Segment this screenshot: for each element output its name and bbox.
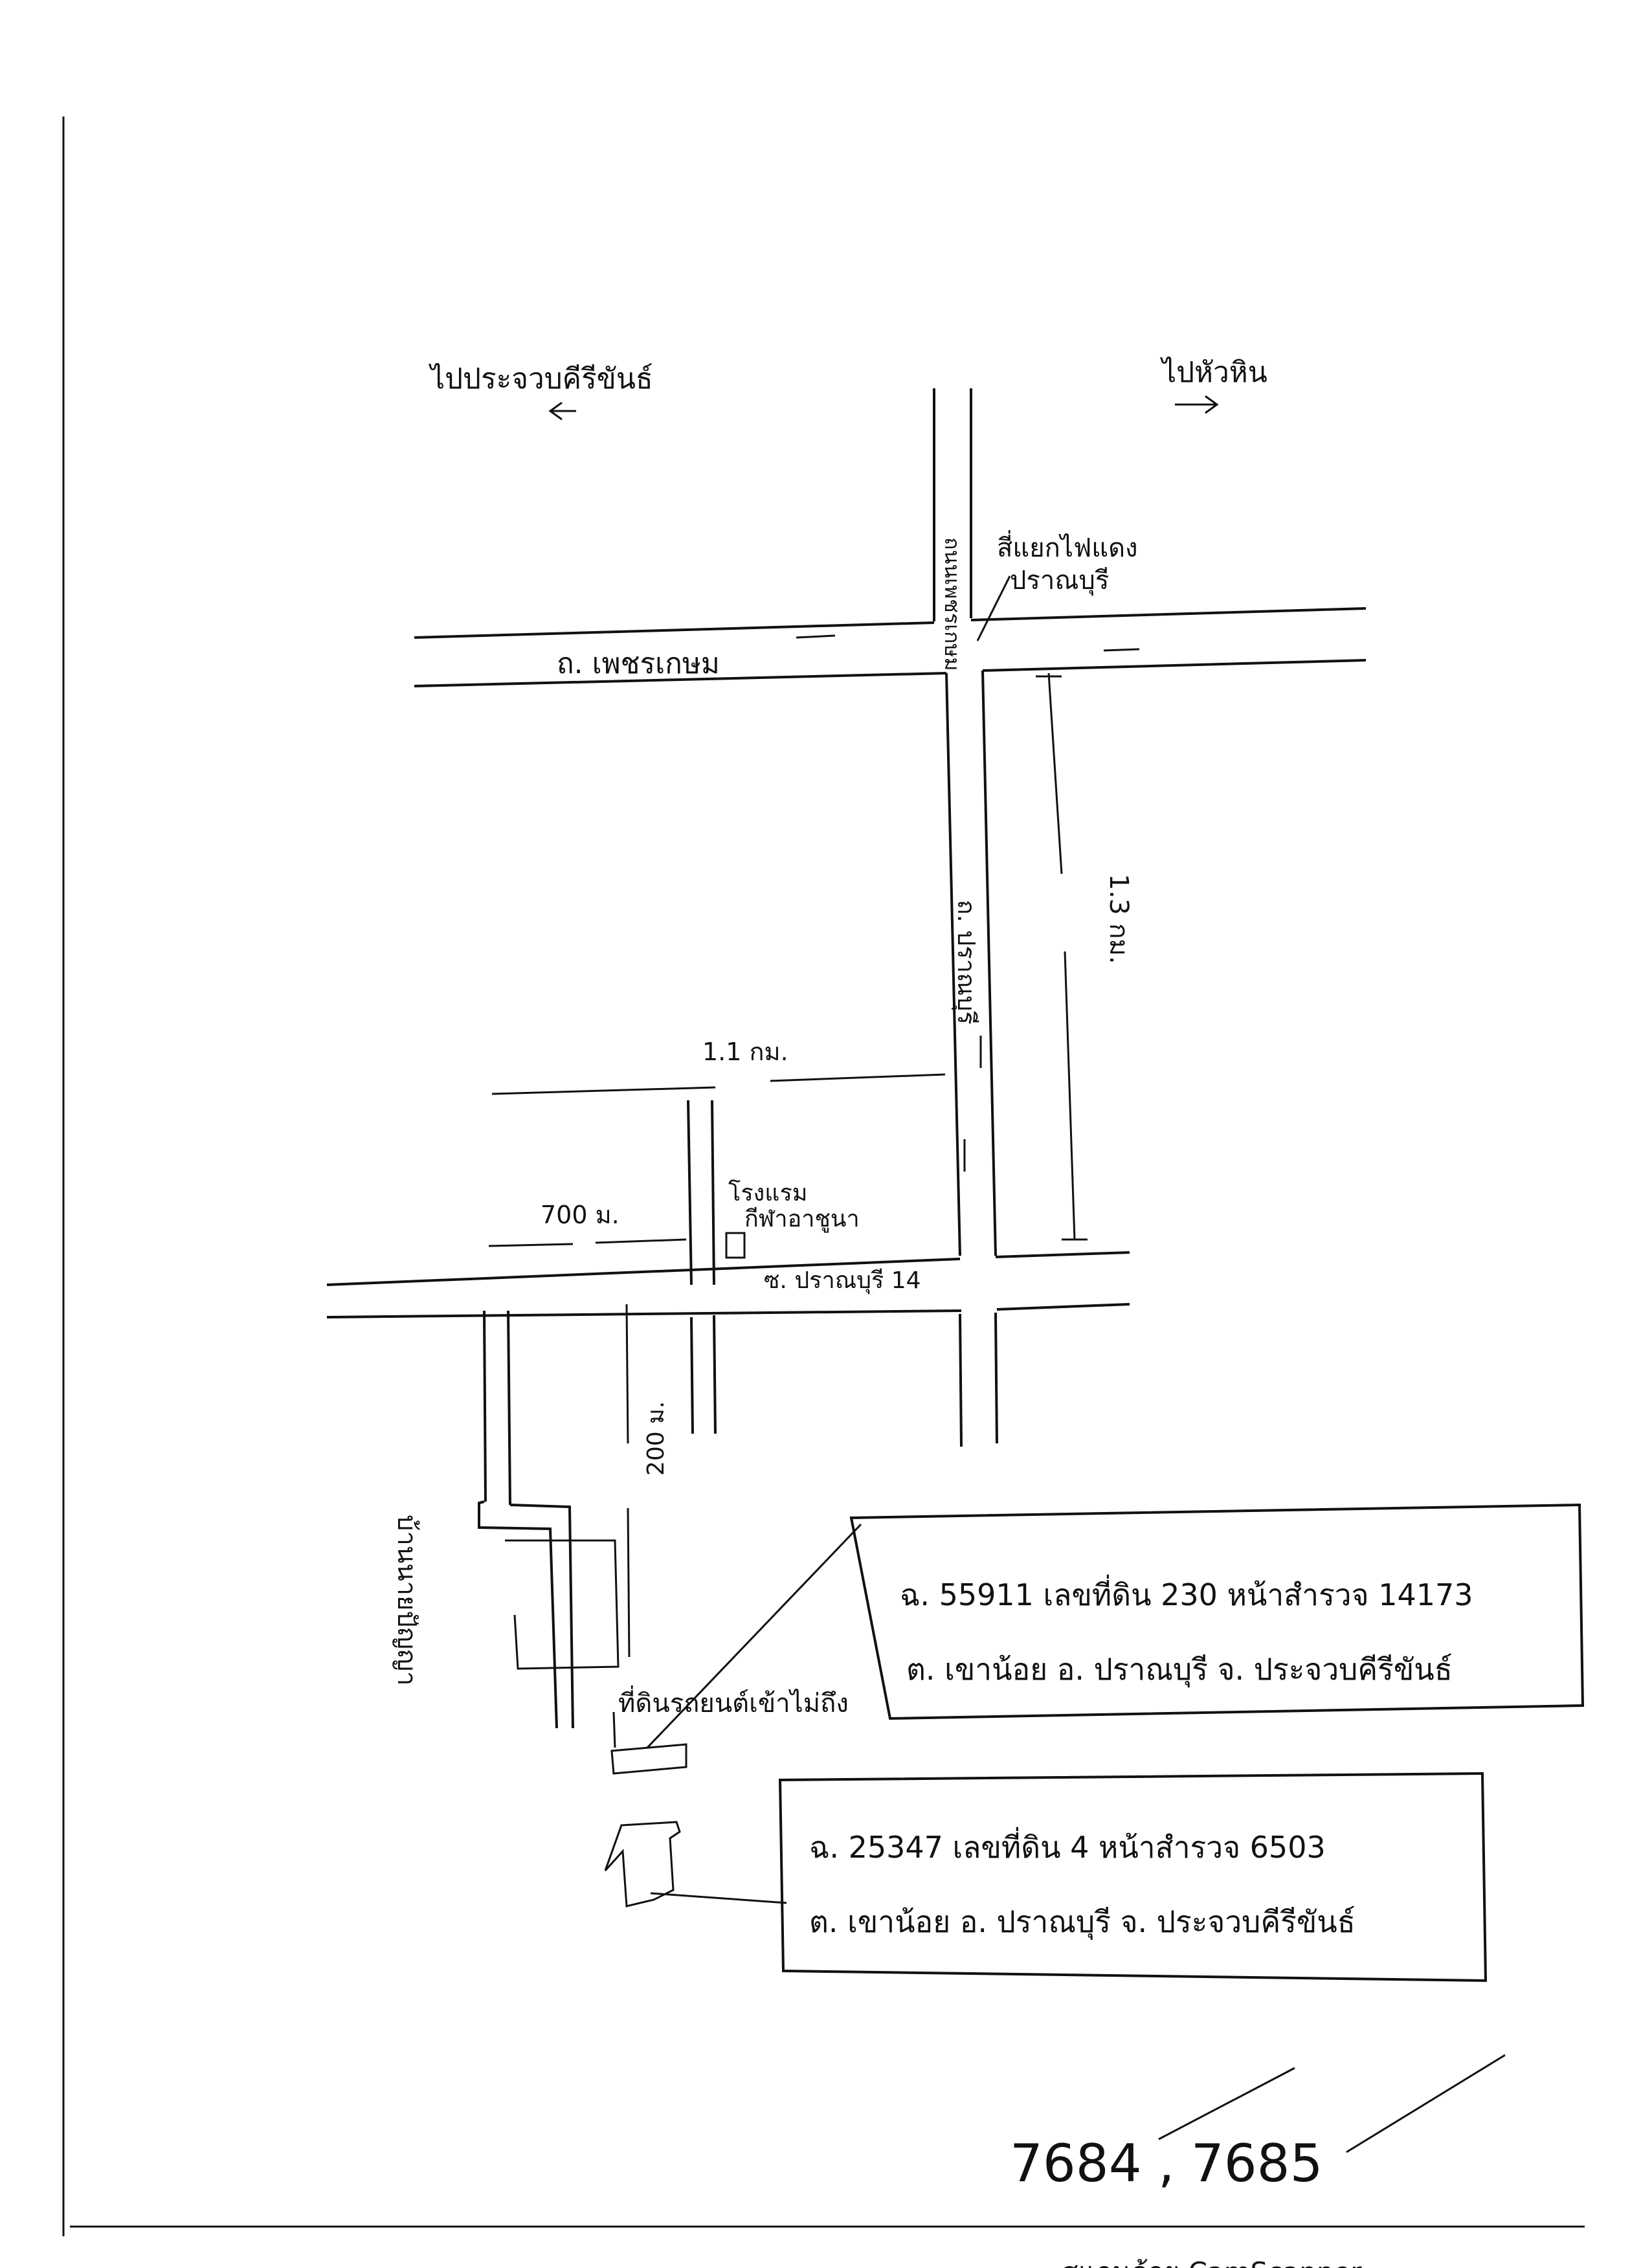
direction-left-label: ไปประจวบคีรีขันธ์ (429, 362, 653, 395)
bottom-numbers: 7684 , 7685 (1010, 2133, 1323, 2194)
school-label-2: กีฬาอาชูนา (744, 1206, 860, 1233)
lane-left-edge (483, 1310, 487, 1502)
deed-box-1 (849, 1503, 1585, 1720)
house-label: บ้านนายปัญญา (392, 1515, 421, 1685)
arrow-left-head-icon (548, 401, 563, 421)
intersection-label-1: สี่แยกไฟแดง (997, 530, 1138, 563)
dist-200-line-bottom (627, 1507, 631, 1658)
dist-700-line-left (488, 1243, 574, 1247)
road-north-label: ถนนเพชรเกษม (940, 537, 965, 671)
dist-700-label: 700 ม. (541, 1201, 620, 1229)
soi-road-top-right (995, 1251, 1130, 1258)
slash-mark-1 (1158, 2067, 1295, 2140)
land-label: ที่ดินรถยนต์เข้าไม่ถึง (618, 1685, 849, 1718)
road-vertical-label: ถ. ปราณบุรี (952, 900, 981, 1025)
deed-box-1-line1: ฉ. 55911 เลขที่ดิน 230 หน้าสำรวจ 14173 (900, 1574, 1473, 1612)
road-vertical-left-edge (945, 673, 961, 1256)
main-road-top-left (414, 621, 935, 639)
school-marker (725, 1232, 746, 1259)
lane-right-continuation (509, 1504, 574, 1729)
deed-box-2-pointer (650, 1892, 787, 1904)
road-vertical-left-lower (959, 1313, 963, 1447)
side-street-right-edge-upper (711, 1100, 715, 1285)
slash-mark-2 (1346, 2054, 1506, 2153)
land-parcel-1 (610, 1743, 687, 1775)
deed-box-2 (778, 1772, 1488, 1983)
dist-vertical-line-top (1047, 673, 1063, 874)
dist-vertical-line-bottom (1064, 951, 1076, 1240)
dist-200-label: 200 ม. (643, 1401, 669, 1476)
house-block (505, 1539, 620, 1670)
arrow-west-icon (1103, 648, 1140, 652)
arrow-east-icon (796, 634, 836, 639)
dist-vertical-label: 1.3 กม. (1104, 874, 1133, 964)
road-vertical-right-lower (994, 1312, 998, 1444)
side-street-right-edge-lower (713, 1315, 717, 1434)
road-vertical-right-edge (981, 670, 997, 1256)
lane-right-edge (507, 1310, 511, 1506)
main-road-label: ถ. เพชรเกษม (557, 647, 720, 680)
soi-road-bottom-left (326, 1309, 962, 1318)
side-street-left-edge-upper (687, 1100, 693, 1285)
soi-label: ซ. ปราณบุรี 14 (764, 1267, 921, 1295)
deed-box-2-line1: ฉ. 25347 เลขที่ดิน 4 หน้าสำรวจ 6503 (809, 1827, 1326, 1865)
deed-box-2-line2: ต. เขาน้อย อ. ปราณบุรี จ. ประจวบคีรีขันธ… (809, 1904, 1356, 1940)
school-label-1: โรงแรม (728, 1179, 808, 1206)
direction-right-label: ไปหัวหิน (1160, 356, 1267, 389)
main-road-top-right (970, 607, 1367, 621)
lane-left-continuation (478, 1500, 558, 1729)
main-road-bottom-right (982, 659, 1367, 672)
dist-horizontal-top-line-right (770, 1073, 946, 1082)
dist-horizontal-top-label: 1.1 กม. (702, 1038, 788, 1066)
main-road-bottom-left (414, 672, 947, 687)
side-street-left-edge-lower (690, 1317, 694, 1434)
soi-road-bottom-right (996, 1303, 1130, 1311)
dist-700-line-right (595, 1238, 687, 1244)
intersection-pointer (976, 575, 1011, 641)
dist-200-line-top (625, 1304, 629, 1444)
soi-road-top-left (326, 1258, 961, 1286)
deed-box-1-line2: ต. เขาน้อย อ. ปราณบุรี จ. ประจวบคีรีขันธ… (906, 1652, 1453, 1688)
dist-horizontal-top-line-left (491, 1086, 716, 1095)
arrow-right-head-icon (1205, 395, 1219, 414)
scanner-footer: สแกนด้วย CamScanner (1062, 2251, 1361, 2268)
land-pointer (612, 1711, 616, 1748)
deed-box-1-pointer (646, 1523, 862, 1749)
intersection-label-2: ปราณบุรี (1010, 566, 1109, 596)
